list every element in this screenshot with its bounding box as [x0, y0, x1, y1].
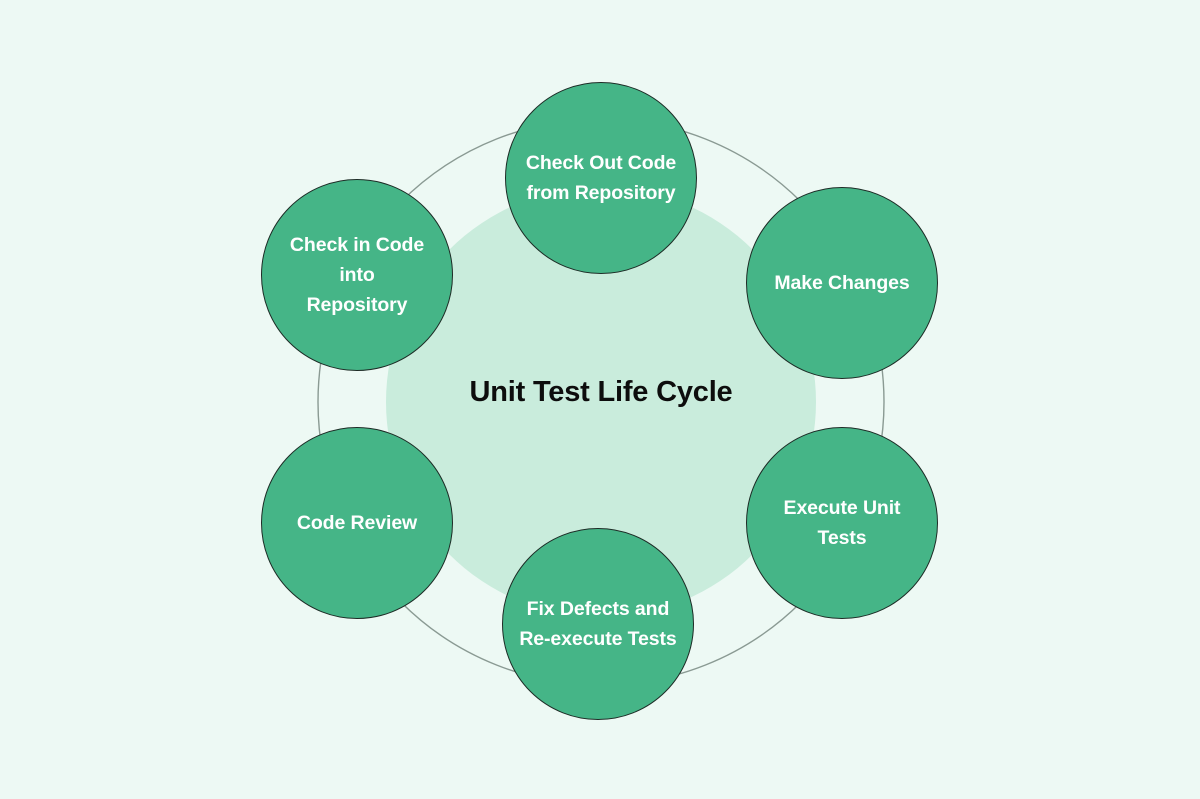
node-label-execute-unit-tests: Execute Unit Tests — [783, 497, 901, 549]
node-check-in-code[interactable]: Check in Code into Repository — [261, 179, 453, 371]
node-label-fix-defects: Fix Defects and Re-execute Tests — [519, 598, 677, 650]
node-code-review[interactable]: Code Review — [261, 427, 453, 619]
node-make-changes[interactable]: Make Changes — [746, 187, 938, 379]
node-label-check-in-code: Check in Code into Repository — [289, 234, 425, 316]
node-fix-defects[interactable]: Fix Defects and Re-execute Tests — [502, 528, 694, 720]
node-check-out-code[interactable]: Check Out Code from Repository — [505, 82, 697, 274]
node-label-code-review: Code Review — [296, 512, 418, 534]
node-label-make-changes: Make Changes — [774, 272, 910, 294]
diagram-title: Unit Test Life Cycle — [469, 376, 733, 408]
node-execute-unit-tests[interactable]: Execute Unit Tests — [746, 427, 938, 619]
node-label-check-out-code: Check Out Code from Repository — [525, 152, 677, 204]
